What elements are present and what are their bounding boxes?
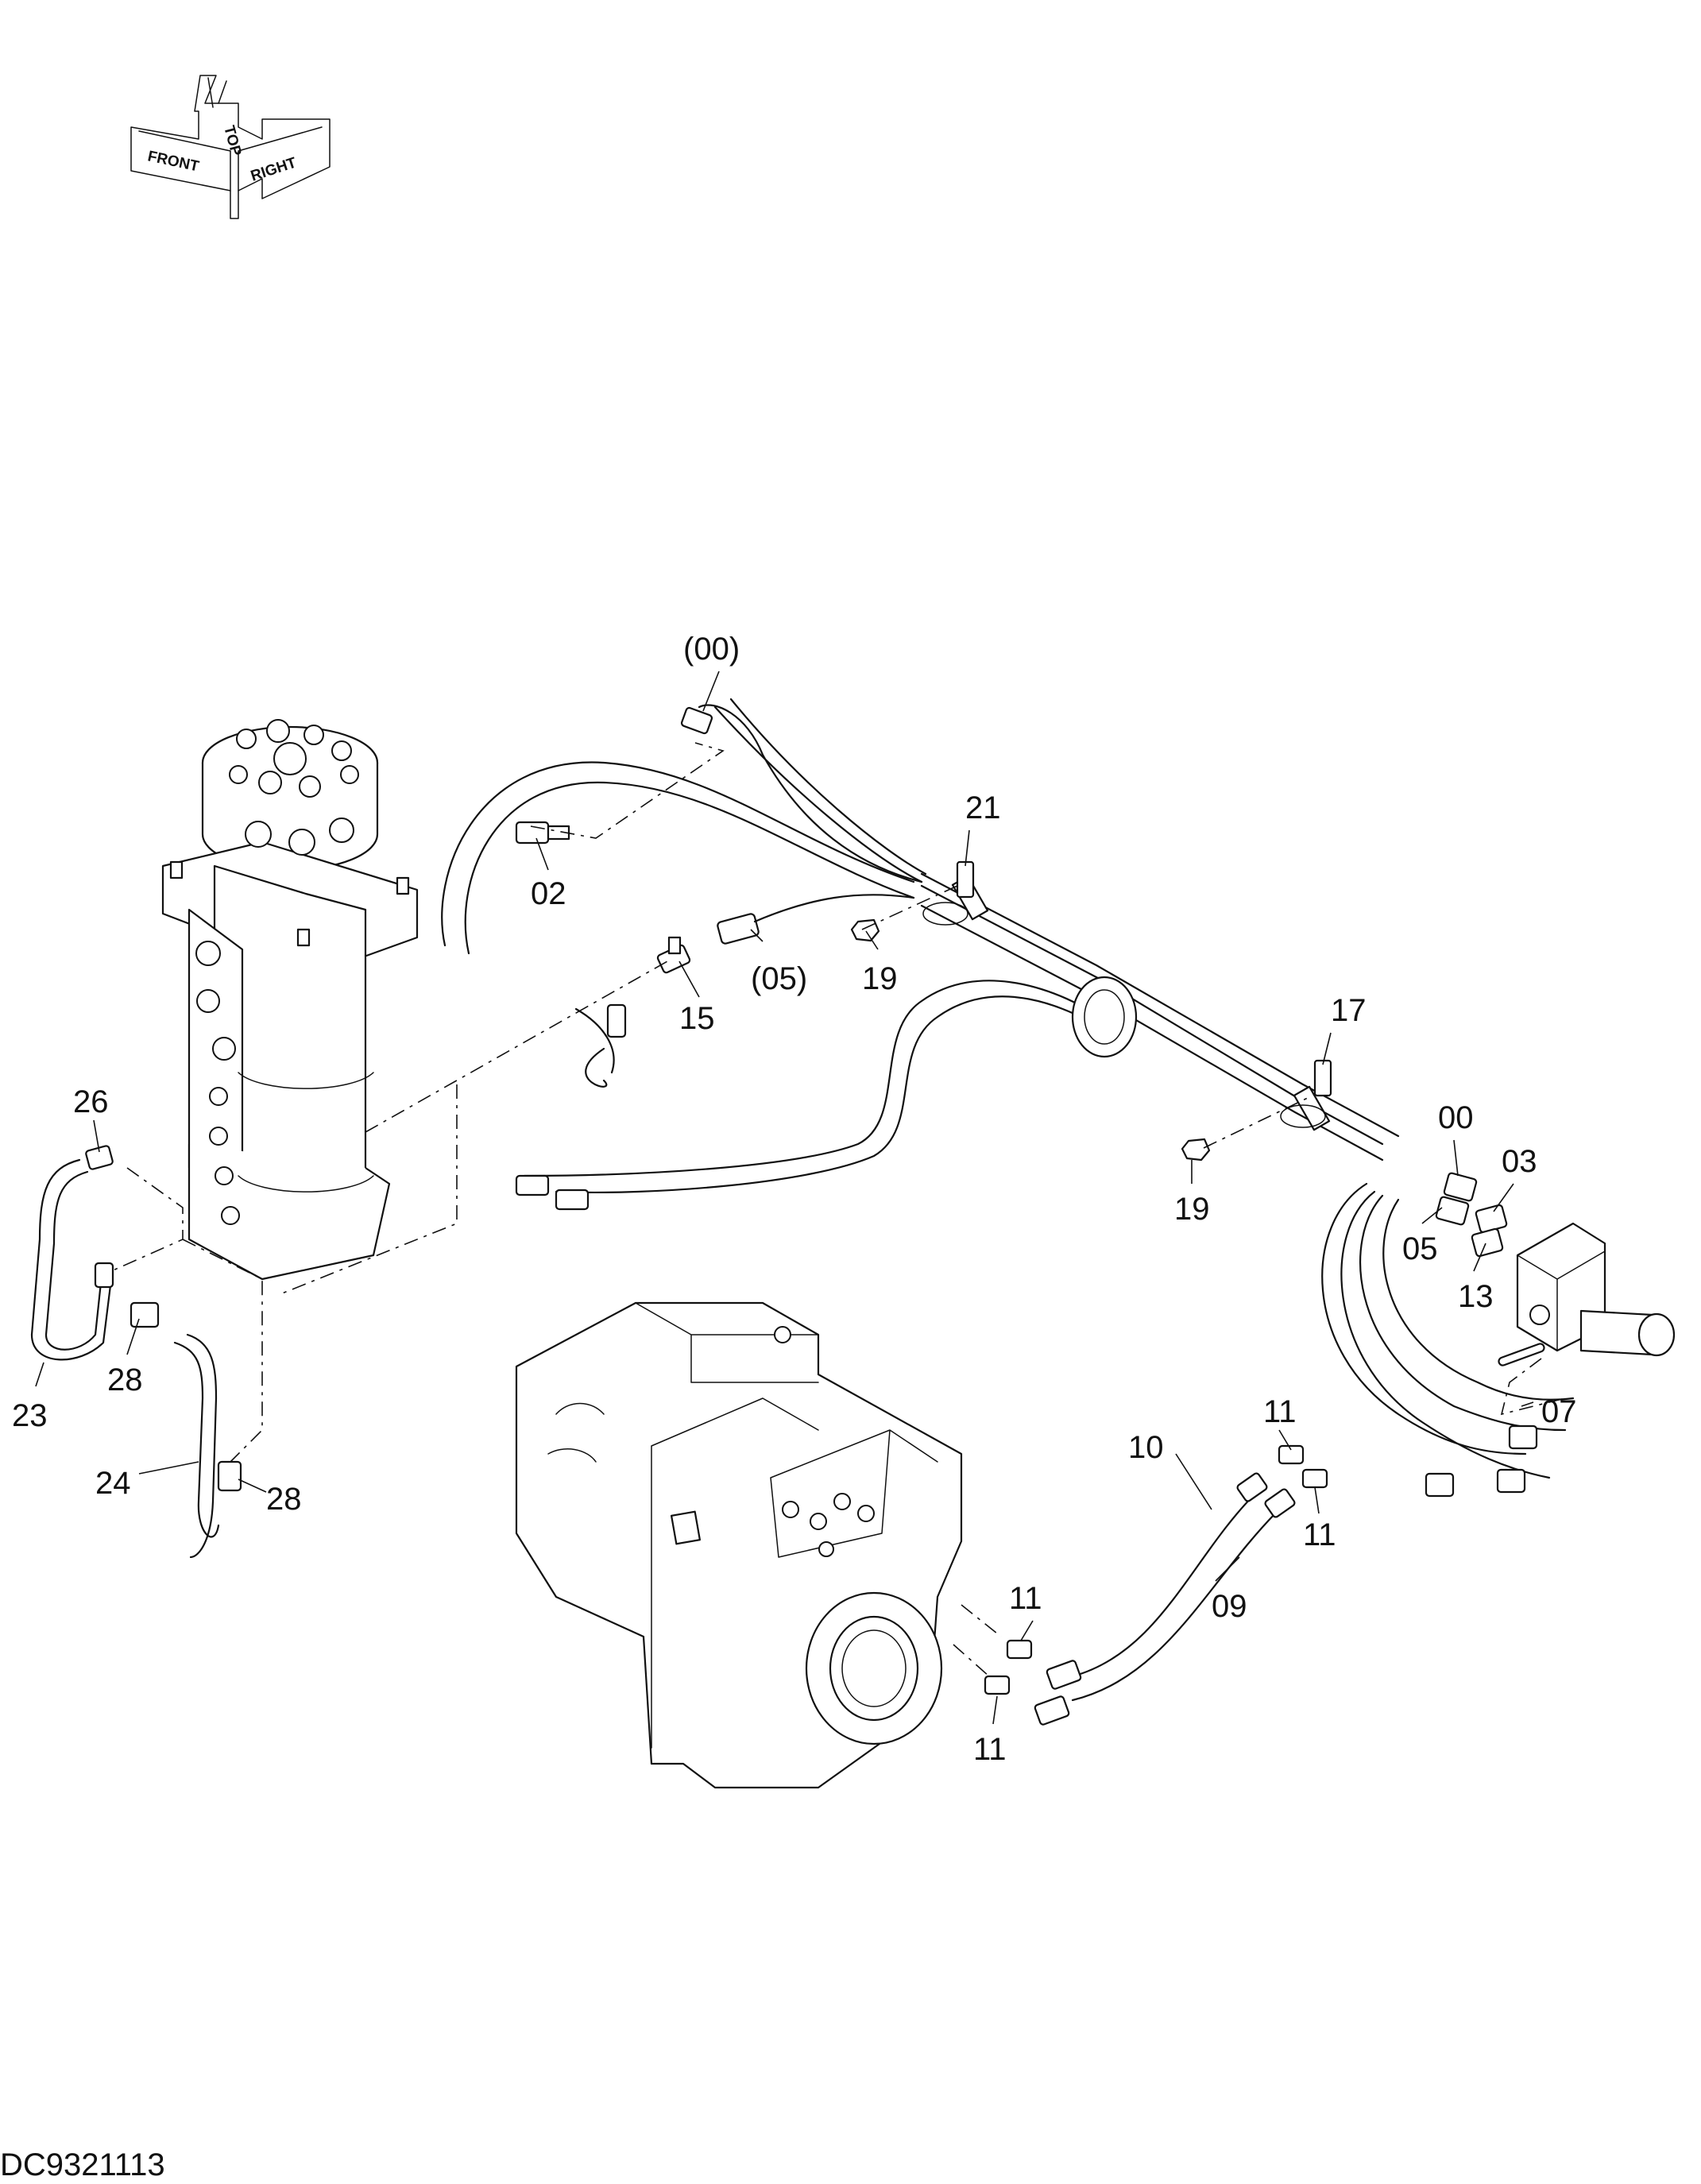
fittings-11 (984, 1444, 1328, 1695)
callout-07: 07 (1541, 1394, 1577, 1429)
hoses-09-10 (1034, 1472, 1296, 1726)
callout-19-a: 19 (862, 961, 898, 996)
callout-09: 09 (1212, 1589, 1247, 1624)
callout-15: 15 (679, 1001, 715, 1036)
callout-24: 24 (95, 1466, 131, 1501)
callout-10: 10 (1128, 1430, 1164, 1465)
callout-17: 17 (1331, 993, 1367, 1028)
callout-28-b: 28 (266, 1482, 302, 1517)
callout-02: 02 (531, 876, 566, 911)
callout-26: 26 (73, 1084, 109, 1119)
callout-11-c: 11 (1009, 1581, 1042, 1616)
center-joint (161, 719, 419, 1281)
callout-11-d: 11 (973, 1732, 1007, 1767)
fitting-15 (656, 936, 691, 974)
valve-block (1425, 1172, 1676, 1498)
hose-end-left (515, 1003, 627, 1211)
callout-21: 21 (965, 790, 1001, 825)
hose-05 (717, 894, 915, 945)
callout-05: 05 (1402, 1231, 1438, 1266)
callout-13: 13 (1458, 1279, 1494, 1314)
drawing-id: DC9321113 (0, 2147, 165, 2182)
orientation-label-front: FRONT (146, 148, 201, 175)
clamp-17 (1280, 1059, 1332, 1128)
orientation-marker: FRONT TOP RIGHT (130, 75, 331, 219)
assembly-lines (110, 742, 1566, 1677)
fitting-02 (515, 821, 570, 845)
callout-05-paren: (05) (751, 961, 807, 996)
callout-00: 00 (1438, 1100, 1474, 1135)
hose-00 (680, 704, 923, 883)
bolt-19-b (1181, 1138, 1211, 1162)
hose-23 (30, 1145, 114, 1361)
callout-28-a: 28 (107, 1363, 143, 1397)
leader-lines (35, 671, 1534, 1725)
clamp-21 (922, 860, 975, 926)
hose-24 (130, 1301, 242, 1559)
callout-19-b: 19 (1174, 1192, 1210, 1227)
transmission (515, 1301, 963, 1789)
callouts: (00) 21 02 (05) 19 15 17 00 03 19 05 13 … (12, 632, 1577, 1767)
orientation-label-right: RIGHT (249, 154, 299, 184)
callout-11-b: 11 (1303, 1517, 1336, 1552)
callout-23: 23 (12, 1398, 48, 1433)
callout-00-paren: (00) (683, 632, 740, 667)
callout-03: 03 (1502, 1144, 1537, 1179)
callout-11-a: 11 (1263, 1394, 1297, 1429)
